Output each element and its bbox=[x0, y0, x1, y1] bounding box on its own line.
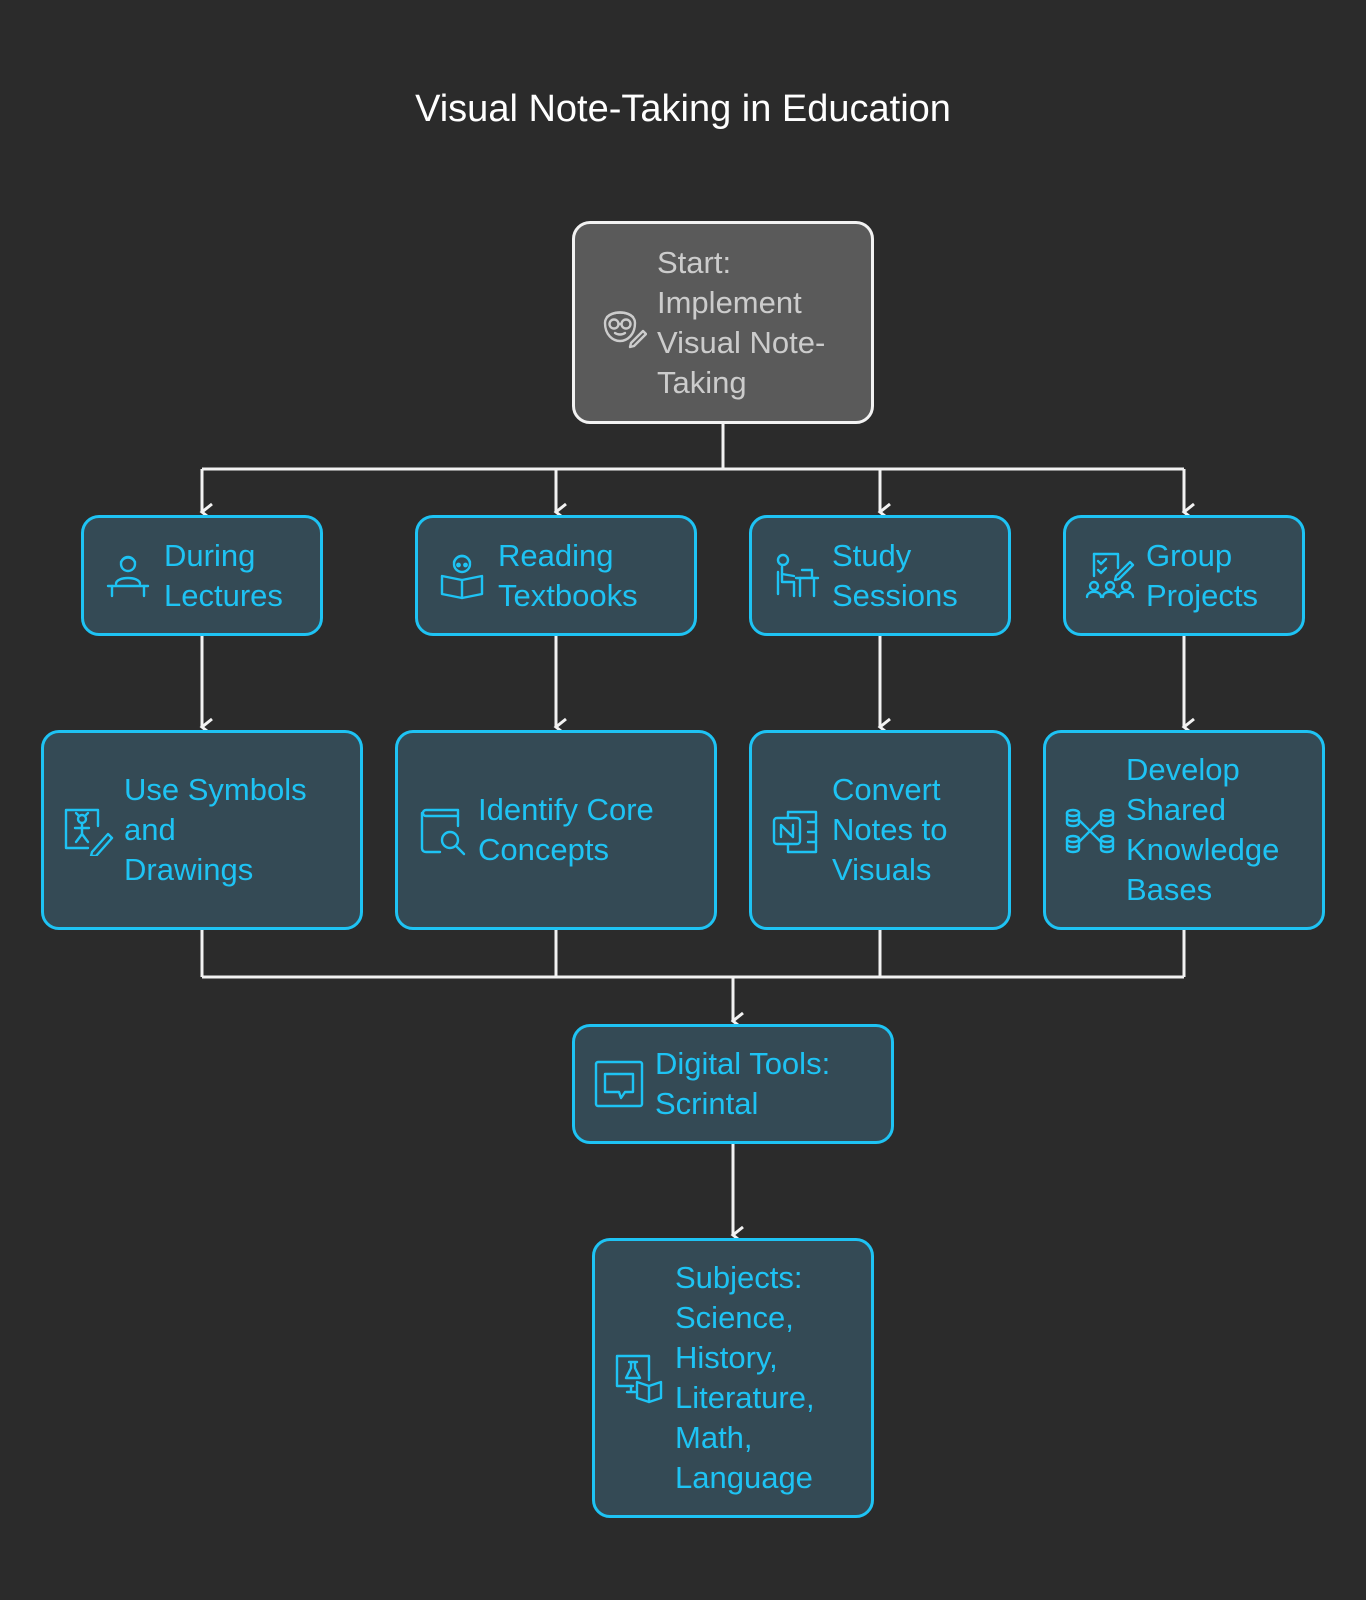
node-digital-tools-label: Digital Tools: Scrintal bbox=[655, 1046, 831, 1121]
node-subjects-label: Subjects: Science, History, Literature, … bbox=[675, 1260, 815, 1495]
node-reading-textbooks-label: Reading Textbooks bbox=[498, 537, 638, 613]
book-search-icon bbox=[416, 804, 468, 856]
node-study-sessions[interactable]: Study Sessions bbox=[749, 515, 1011, 636]
node-group-projects[interactable]: Group Projects bbox=[1063, 515, 1305, 636]
node-use-symbols[interactable]: Use Symbols and Drawings bbox=[41, 730, 363, 930]
node-use-symbols-label: Use Symbols and Drawings bbox=[124, 772, 307, 887]
node-during-lectures-label: During Lectures bbox=[164, 537, 283, 613]
node-convert-notes[interactable]: Convert Notes to Visuals bbox=[749, 730, 1011, 930]
notebook-app-icon bbox=[770, 804, 822, 856]
node-identify-core-label: Identify Core Concepts bbox=[478, 792, 654, 867]
database-network-icon bbox=[1064, 804, 1116, 856]
node-study-sessions-label: Study Sessions bbox=[832, 537, 958, 613]
node-during-lectures[interactable]: During Lectures bbox=[81, 515, 323, 636]
drawing-board-icon bbox=[62, 804, 114, 856]
student-glasses-icon bbox=[595, 297, 647, 349]
team-checklist-icon bbox=[1084, 550, 1136, 602]
node-start[interactable]: Start: Implement Visual Note- Taking bbox=[572, 221, 874, 424]
node-develop-shared[interactable]: Develop Shared Knowledge Bases bbox=[1043, 730, 1325, 930]
lab-book-monitor-icon bbox=[613, 1352, 665, 1404]
diagram-title: Visual Note-Taking in Education bbox=[415, 88, 951, 130]
reading-book-icon bbox=[436, 550, 488, 602]
node-develop-shared-label: Develop Shared Knowledge Bases bbox=[1126, 752, 1280, 907]
chat-window-icon bbox=[593, 1058, 645, 1110]
desk-study-icon bbox=[770, 550, 822, 602]
node-identify-core[interactable]: Identify Core Concepts bbox=[395, 730, 717, 930]
node-reading-textbooks[interactable]: Reading Textbooks bbox=[415, 515, 697, 636]
node-group-projects-label: Group Projects bbox=[1146, 537, 1258, 613]
lecturer-icon bbox=[102, 550, 154, 602]
node-digital-tools[interactable]: Digital Tools: Scrintal bbox=[572, 1024, 894, 1144]
node-convert-notes-label: Convert Notes to Visuals bbox=[832, 772, 948, 887]
node-subjects[interactable]: Subjects: Science, History, Literature, … bbox=[592, 1238, 874, 1518]
node-start-label: Start: Implement Visual Note- Taking bbox=[657, 244, 826, 400]
